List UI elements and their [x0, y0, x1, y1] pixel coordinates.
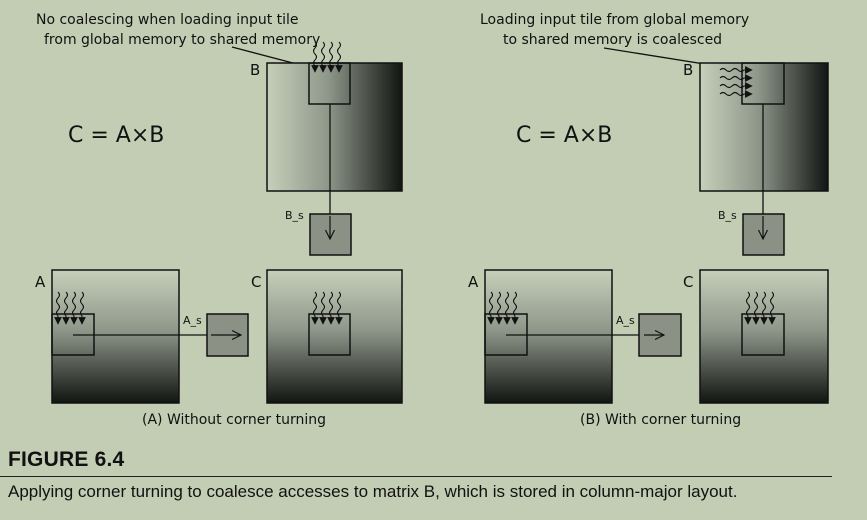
right-label-bs: B_s [718, 209, 737, 222]
left-label-as: A_s [183, 314, 202, 327]
left-panel: No coalescing when loading input tile fr… [35, 12, 403, 428]
right-label-c: C [683, 273, 693, 291]
right-label-a: A [468, 273, 479, 291]
right-matrix-c [699, 269, 829, 404]
left-matrix-b [266, 62, 403, 192]
right-subcaption: (B) With corner turning [580, 412, 741, 428]
caption-divider [0, 476, 832, 477]
right-note-line-2: to shared memory is coalesced [503, 32, 722, 48]
left-label-c: C [251, 273, 261, 291]
left-label-bs: B_s [285, 209, 304, 222]
right-matrix-a [484, 269, 613, 404]
right-b-tile-wavy-right-arrows [719, 66, 753, 98]
figure-caption: Applying corner turning to coalesce acce… [8, 482, 738, 501]
left-subcaption: (A) Without corner turning [142, 412, 326, 428]
left-note-line-2: from global memory to shared memory [44, 32, 320, 48]
right-c-tile-wavy-down-arrows [744, 291, 776, 325]
left-matrix-a [51, 269, 180, 404]
right-equation: C = A×B [516, 123, 612, 148]
left-a-tile-wavy-down-arrows [54, 291, 86, 325]
right-panel: Loading input tile from global memory to… [468, 12, 829, 428]
right-label-as: A_s [616, 314, 635, 327]
corner-turning-diagram: No coalescing when loading input tile fr… [35, 12, 829, 428]
left-b-tile-wavy-down-arrows [311, 41, 343, 73]
right-a-tile-wavy-down-arrows [487, 291, 519, 325]
left-label-a: A [35, 273, 46, 291]
right-label-b: B [683, 61, 693, 79]
figure-title: FIGURE 6.4 [8, 448, 125, 471]
left-label-b: B [250, 61, 260, 79]
right-note-line-1: Loading input tile from global memory [480, 12, 749, 28]
left-c-tile-wavy-down-arrows [311, 291, 343, 325]
left-matrix-c [266, 269, 403, 404]
left-note-line-1: No coalescing when loading input tile [36, 12, 299, 28]
left-equation: C = A×B [68, 123, 164, 148]
right-matrix-b [699, 62, 829, 192]
